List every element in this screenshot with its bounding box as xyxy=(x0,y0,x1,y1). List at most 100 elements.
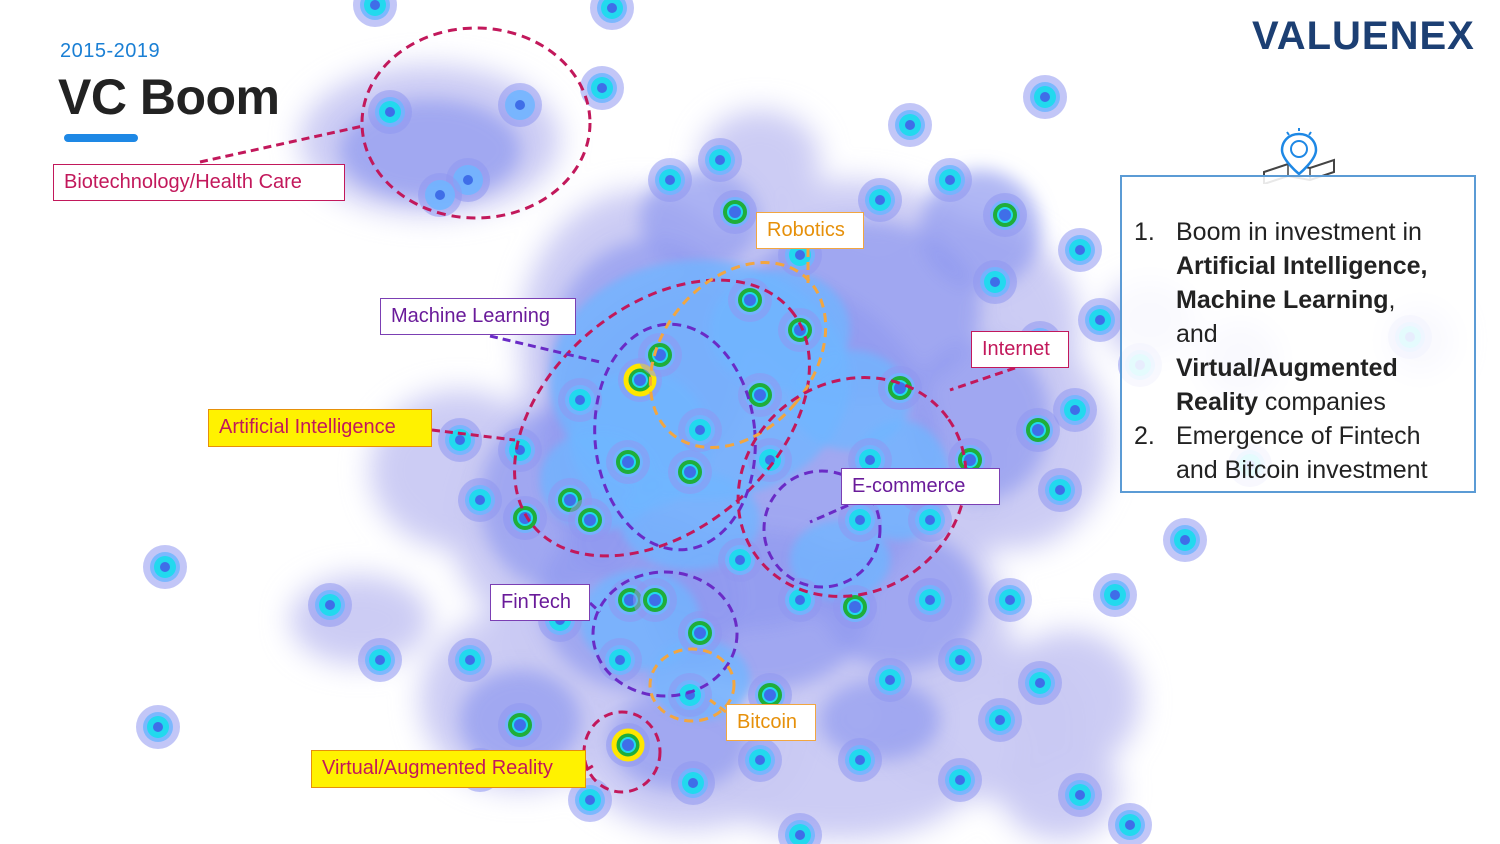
density-region xyxy=(820,680,940,760)
insight-text: and xyxy=(1176,320,1218,348)
label-leader-lines-layer xyxy=(199,124,1016,772)
density-peak xyxy=(568,498,612,542)
density-peak xyxy=(878,366,922,410)
density-peak xyxy=(498,703,542,747)
density-peak xyxy=(1078,298,1122,342)
density-peak xyxy=(448,638,492,682)
label-fintech: FinTech xyxy=(490,584,590,621)
ml-leader-line xyxy=(489,334,601,364)
density-peak xyxy=(838,738,882,782)
density-peak xyxy=(598,638,642,682)
density-peak xyxy=(1038,468,1082,512)
density-peak xyxy=(606,440,650,484)
label-internet: Internet xyxy=(971,331,1069,368)
density-peak xyxy=(778,813,822,844)
density-peak xyxy=(833,585,877,629)
density-peak xyxy=(580,66,624,110)
insight-highlight: Machine Learning xyxy=(1176,286,1389,314)
biotech-cluster-outline xyxy=(360,26,592,220)
density-peak xyxy=(973,260,1017,304)
density-peak xyxy=(418,173,462,217)
robotics-cluster-outline xyxy=(648,261,828,449)
density-peak xyxy=(938,758,982,802)
density-peak xyxy=(503,496,547,540)
density-peak xyxy=(748,438,792,482)
label-artificial-intelligence: Artificial Intelligence xyxy=(208,409,432,447)
label-biotech-health-care: Biotechnology/Health Care xyxy=(53,164,345,201)
insight-highlight: Reality xyxy=(1176,388,1258,416)
insight-text: companies xyxy=(1257,388,1386,416)
density-peak xyxy=(308,583,352,627)
density-peak xyxy=(713,190,757,234)
label-bitcoin: Bitcoin xyxy=(726,704,816,741)
density-peak xyxy=(1093,573,1137,617)
label-e-commerce: E-commerce xyxy=(841,468,1000,505)
density-peak xyxy=(718,538,762,582)
biotech-leader-line xyxy=(199,124,364,164)
density-peak xyxy=(1058,228,1102,272)
density-region xyxy=(790,350,910,450)
density-peak xyxy=(908,578,952,622)
insight-text: Emergence of Fintech xyxy=(1176,422,1421,450)
bitcoin-cluster-outline xyxy=(648,647,736,723)
density-peak xyxy=(728,278,772,322)
density-peak xyxy=(908,498,952,542)
insight-line: Artificial Intelligence, xyxy=(1176,249,1427,283)
density-peak xyxy=(938,638,982,682)
insight-line: Virtual/Augmented xyxy=(1176,351,1398,385)
density-peak xyxy=(668,673,712,717)
density-peak xyxy=(568,778,612,822)
valuenex-logo: VALUENEX xyxy=(1252,14,1475,58)
period-label: 2015-2019 xyxy=(60,40,161,62)
bitcoin-leader-line xyxy=(709,698,727,714)
density-peak xyxy=(671,761,715,805)
insight-line: Reality companies xyxy=(1176,385,1386,419)
density-peak xyxy=(143,545,187,589)
ecommerce-leader-line xyxy=(809,498,861,524)
density-peak xyxy=(868,658,912,702)
density-peak xyxy=(1018,661,1062,705)
density-peak xyxy=(838,498,882,542)
density-peak xyxy=(983,193,1027,237)
density-peak xyxy=(368,90,412,134)
label-machine-learning: Machine Learning xyxy=(380,298,576,335)
insight-text: and Bitcoin investment xyxy=(1176,456,1428,484)
internet-leader-line xyxy=(949,366,1016,392)
density-peak xyxy=(978,698,1022,742)
density-peak xyxy=(458,478,502,522)
density-peak xyxy=(738,373,782,417)
density-peak xyxy=(358,638,402,682)
ai-leader-line xyxy=(431,428,516,442)
density-peak xyxy=(1023,75,1067,119)
density-peak xyxy=(648,158,692,202)
label-robotics: Robotics xyxy=(756,212,864,249)
density-peak xyxy=(738,738,782,782)
density-peak xyxy=(353,0,397,27)
density-peak xyxy=(558,378,602,422)
title-underline-accent xyxy=(64,134,138,142)
insight-number: 2. xyxy=(1134,422,1155,450)
insight-highlight: Artificial Intelligence, xyxy=(1176,252,1428,280)
density-peak xyxy=(698,138,742,182)
insight-text: Boom in investment in xyxy=(1176,218,1422,246)
insight-line: Machine Learning, xyxy=(1176,283,1396,317)
ai-cluster-outline xyxy=(513,278,811,558)
density-peak xyxy=(1016,408,1060,452)
fintech-leader-line xyxy=(588,601,602,614)
insight-line: Emergence of Fintech xyxy=(1176,419,1421,453)
internet-cluster-outline xyxy=(736,376,968,598)
insight-highlight: Virtual/Augmented xyxy=(1176,354,1398,382)
insight-number: 1. xyxy=(1134,218,1155,246)
density-peak xyxy=(606,723,650,767)
density-peak xyxy=(678,408,722,452)
page-title: VC Boom xyxy=(58,69,280,125)
density-peak xyxy=(590,0,634,30)
density-peak xyxy=(136,705,180,749)
insight-line: and xyxy=(1176,317,1218,351)
density-peak xyxy=(888,103,932,147)
density-peak xyxy=(498,83,542,127)
density-peak xyxy=(858,178,902,222)
cluster-outlines-layer xyxy=(360,26,968,794)
ecommerce-cluster-outline xyxy=(762,469,882,589)
